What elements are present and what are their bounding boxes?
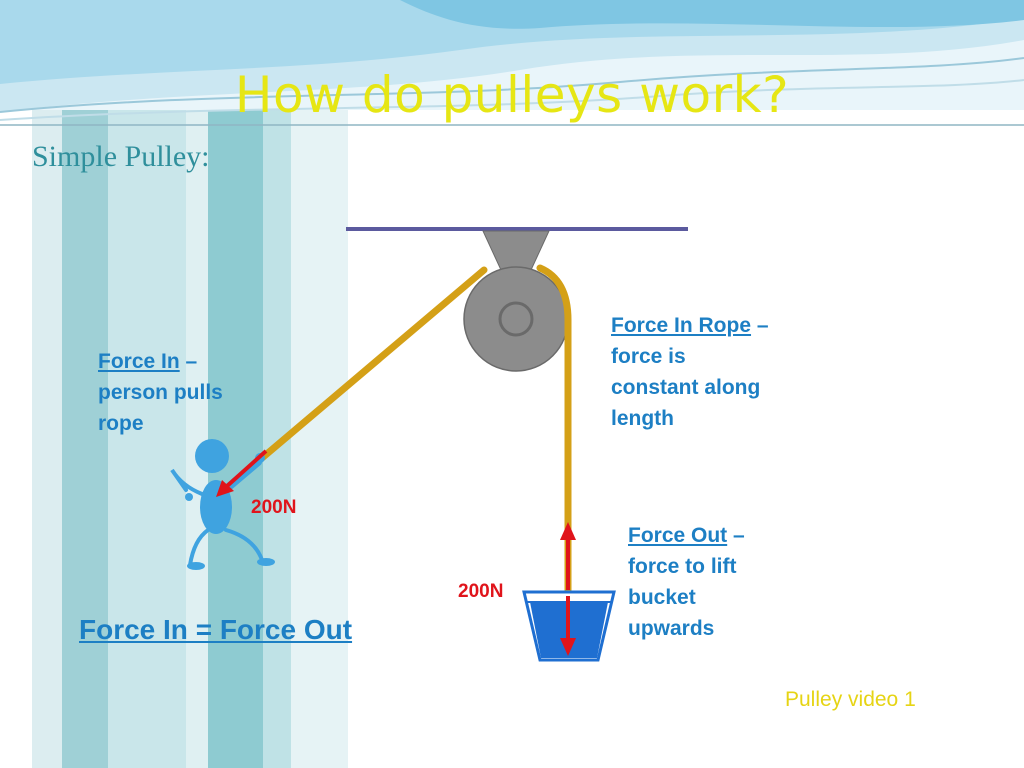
force-out-value: 200N bbox=[458, 581, 504, 602]
pulley-wheel bbox=[463, 266, 569, 372]
force-in-heading: Force In bbox=[98, 350, 180, 373]
force-in-rope-heading: Force In Rope bbox=[611, 314, 752, 337]
force-in-value: 200N bbox=[251, 497, 297, 518]
rope-left bbox=[258, 266, 488, 462]
force-in-rope-label: Force In Rope – force is constant along … bbox=[611, 310, 769, 434]
pulley-bracket bbox=[482, 230, 550, 271]
force-in-arrow bbox=[224, 449, 268, 489]
force-up-arrowhead bbox=[560, 522, 576, 540]
subtitle: Simple Pulley: bbox=[32, 140, 210, 173]
force-in-rope-line2: constant along bbox=[611, 376, 761, 399]
force-in-rope-dash: – bbox=[751, 314, 769, 337]
force-in-dash: – bbox=[179, 350, 198, 373]
force-out-line1: force to lift bbox=[628, 555, 737, 578]
force-in-arrowhead bbox=[216, 480, 234, 497]
slide-title: How do pulleys work? bbox=[234, 66, 790, 124]
force-in-line2: rope bbox=[98, 412, 144, 435]
rope-right bbox=[536, 264, 572, 594]
force-in-label: Force In – person pulls rope bbox=[98, 346, 223, 439]
force-in-line1: person pulls bbox=[98, 381, 223, 404]
force-down-arrowhead bbox=[560, 638, 576, 656]
bucket bbox=[522, 590, 616, 662]
force-out-label: Force Out – force to lift bucket upwards bbox=[628, 520, 745, 644]
pulley-video-link[interactable]: Pulley video 1 bbox=[785, 688, 916, 711]
force-out-heading: Force Out bbox=[628, 524, 728, 547]
force-out-line2: bucket bbox=[628, 586, 696, 609]
force-out-dash: – bbox=[727, 524, 745, 547]
pulley-axle bbox=[498, 301, 534, 337]
force-in-rope-line1: force is bbox=[611, 345, 686, 368]
force-out-line3: upwards bbox=[628, 617, 715, 640]
force-equation: Force In = Force Out bbox=[79, 614, 353, 645]
force-in-rope-line3: length bbox=[611, 407, 674, 430]
